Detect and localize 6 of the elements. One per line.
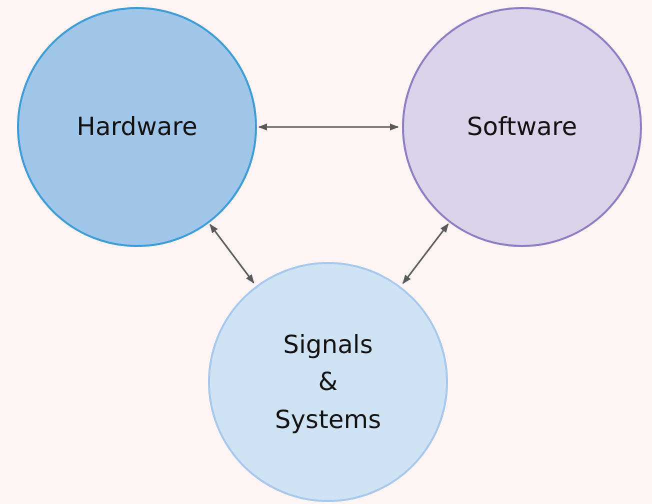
double-arrow <box>258 123 399 131</box>
node-label: Software <box>466 111 578 144</box>
node-label: Hardware <box>76 111 198 144</box>
double-arrow <box>402 223 449 284</box>
node-label: Signals & Systems <box>274 328 382 436</box>
double-arrow <box>210 224 254 284</box>
